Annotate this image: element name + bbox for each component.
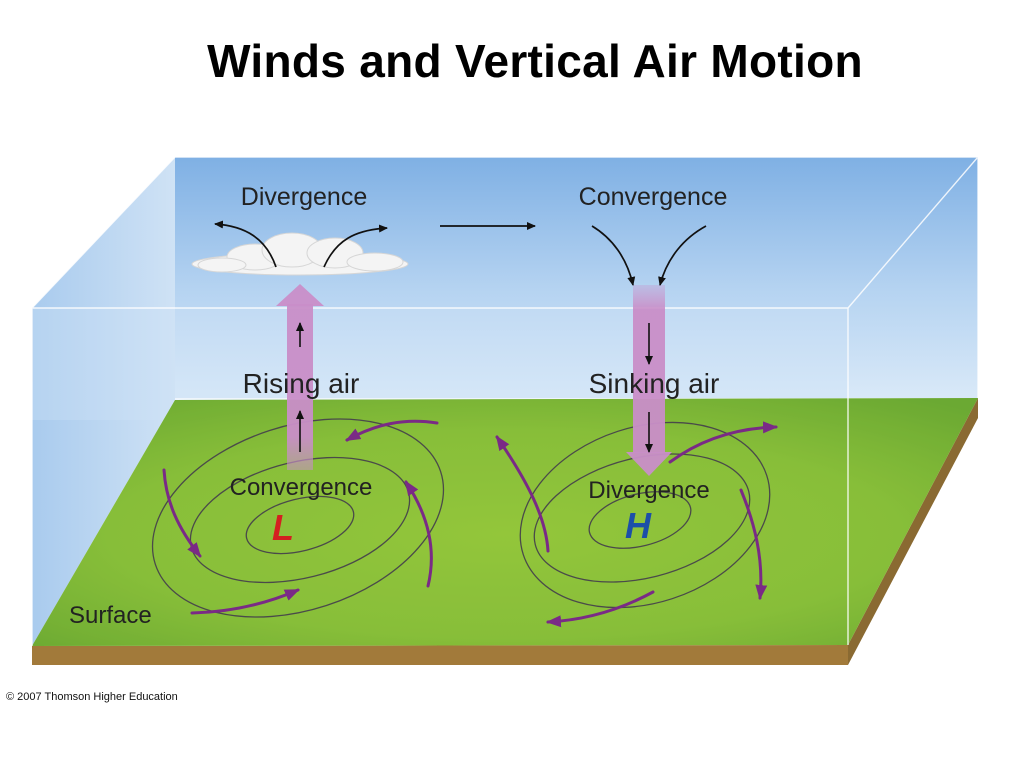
rising-air-label: Rising air — [243, 368, 360, 399]
copyright-credit: © 2007 Thomson Higher Education — [6, 691, 178, 703]
ground-front — [32, 645, 848, 665]
upper-divergence-label: Divergence — [241, 183, 367, 211]
high-pressure-symbol: H — [625, 505, 652, 546]
upper-convergence-label: Convergence — [579, 183, 728, 211]
low-pressure-symbol: L — [272, 507, 294, 548]
grass-texture — [32, 398, 978, 646]
surface-divergence-label: Divergence — [588, 477, 709, 504]
surface-convergence-label: Convergence — [230, 474, 373, 501]
sinking-air-label: Sinking air — [589, 368, 720, 399]
surface-label: Surface — [69, 602, 152, 629]
